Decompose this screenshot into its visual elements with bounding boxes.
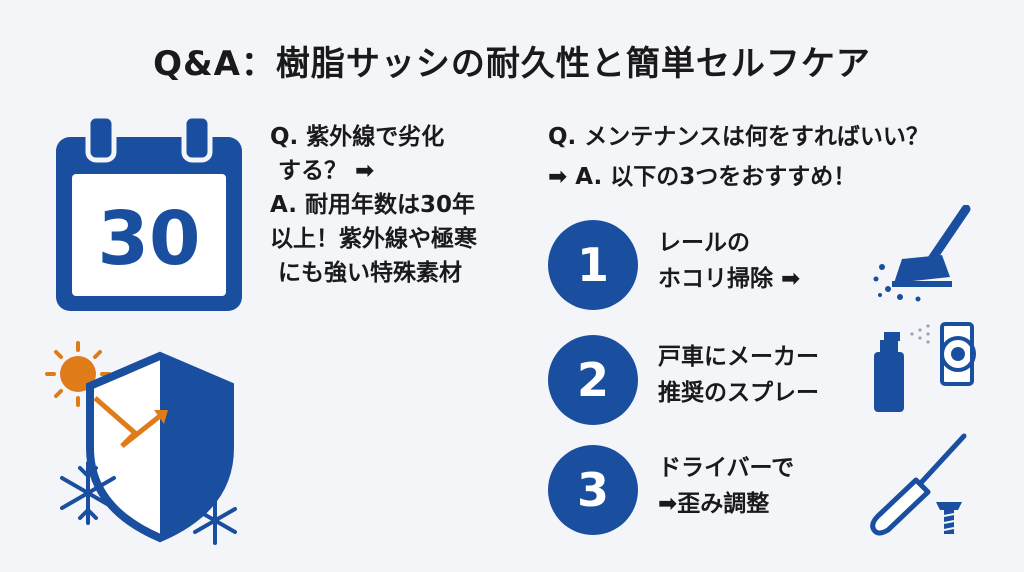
maintenance-qa-block: Q. メンテナンスは何をすればいい？ ➡ A. 以下の3つをおすすめ！ xyxy=(548,124,929,190)
snowflake-icon-small xyxy=(193,496,237,545)
spray-icon xyxy=(874,322,976,412)
calendar-icon: 30 xyxy=(56,113,242,311)
page-title: Q&A：樹脂サッシの耐久性と簡単セルフケア xyxy=(153,44,871,84)
step-3-text: ドライバーで➡歪み調整 xyxy=(658,455,795,517)
snowflake-icon xyxy=(60,461,116,525)
screwdriver-icon xyxy=(870,433,967,536)
step-2-badge: 2 xyxy=(548,335,638,425)
step-1-badge: 1 xyxy=(548,220,638,310)
calendar-number: 30 xyxy=(98,196,201,282)
step-3-badge: 3 xyxy=(548,445,638,535)
vacuum-icon xyxy=(873,205,971,302)
uv-qa-block: Q. 紫外線で劣化 する？ ➡ A. 耐用年数は30年 以上！紫外線や極寒 にも… xyxy=(270,124,477,286)
step-2-text: 戸車にメーカー推奨のスプレー xyxy=(658,344,819,406)
uv-shield-icon xyxy=(45,341,237,545)
step-1-text: レールのホコリ掃除 ➡ xyxy=(658,230,801,292)
